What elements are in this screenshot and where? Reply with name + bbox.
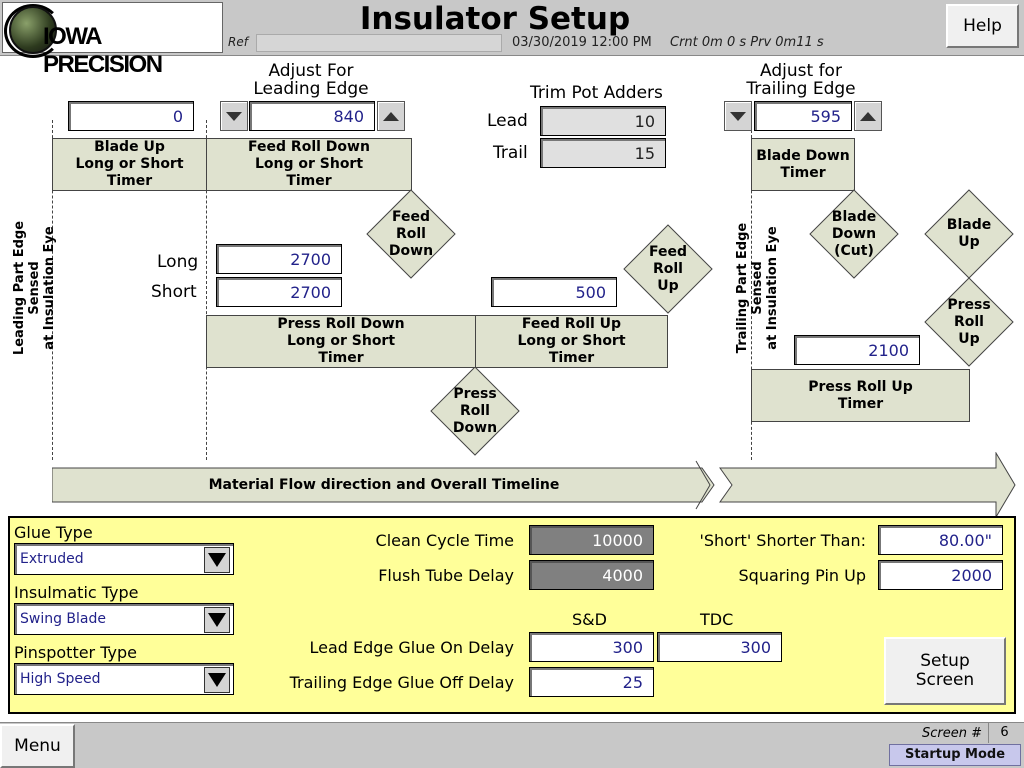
- blade-down-cut-diamond-label: Blade Down (Cut): [831, 208, 877, 259]
- lead-edge-glue-on-delay-label: Lead Edge Glue On Delay: [309, 638, 515, 657]
- trailing-edge-glue-off-delay-label: Trailing Edge Glue Off Delay: [289, 673, 514, 692]
- globe-icon: [9, 6, 57, 54]
- trim-pot-trail-value: 15: [540, 138, 666, 168]
- press-roll-up-diamond: Press Roll Up: [924, 277, 1014, 367]
- trim-pot-adders-label: Trim Pot Adders: [530, 83, 663, 103]
- down-arrow-icon: [226, 111, 242, 121]
- trailing-edge-glue-sd-input[interactable]: 25: [529, 667, 654, 697]
- sd-column-header: S&D: [572, 610, 607, 629]
- squaring-pin-up-input[interactable]: 2000: [878, 560, 1003, 590]
- trim-pot-lead-value: 10: [540, 106, 666, 136]
- insulmatic-type-dropdown[interactable]: Swing Blade: [14, 603, 234, 635]
- press-roll-down-diamond: Press Roll Down: [430, 366, 520, 456]
- up-arrow-icon: [860, 111, 876, 121]
- trailing-edge-increase-button[interactable]: [854, 101, 882, 131]
- squaring-pin-up-label: Squaring Pin Up: [738, 566, 867, 585]
- trim-pot-trail-label: Trail: [493, 143, 528, 163]
- leading-edge-guide-line: [52, 120, 53, 460]
- down-arrow-icon: [730, 111, 746, 121]
- help-button[interactable]: Help: [946, 4, 1019, 48]
- ref-label: Ref: [228, 35, 248, 49]
- setup-screen-button[interactable]: Setup Screen: [884, 637, 1006, 705]
- feed-roll-up-diamond: Feed Roll Up: [623, 224, 713, 314]
- press-roll-up-diamond-label: Press Roll Up: [947, 296, 991, 347]
- insulmatic-type-value: Swing Blade: [20, 611, 107, 627]
- pinspotter-type-dropdown[interactable]: High Speed: [14, 663, 234, 695]
- short-timer-input[interactable]: 2700: [216, 277, 342, 307]
- flush-tube-delay-label: Flush Tube Delay: [378, 566, 514, 585]
- lead-edge-glue-sd-input[interactable]: 300: [529, 632, 654, 662]
- setup-screen-button-label: Setup Screen: [915, 651, 975, 690]
- blade-down-cut-diamond: Blade Down (Cut): [809, 189, 899, 279]
- chevron-down-icon[interactable]: [204, 607, 230, 633]
- company-logo: IOWA PRECISION: [2, 2, 223, 78]
- blade-up-timer-input[interactable]: 0: [68, 101, 194, 131]
- logo-text: IOWA PRECISION: [43, 23, 163, 78]
- pinspotter-type-label: Pinspotter Type: [14, 643, 137, 662]
- blade-down-timer-box: Blade Down Timer: [751, 138, 855, 191]
- trailing-edge-adjust-input[interactable]: 595: [754, 101, 852, 131]
- leading-edge-adjust-input[interactable]: 840: [249, 101, 375, 131]
- glue-type-label: Glue Type: [14, 523, 93, 542]
- adjust-trailing-edge-label: Adjust for Trailing Edge: [746, 61, 856, 99]
- feed-roll-up-timer-box: Feed Roll Up Long or Short Timer: [475, 315, 668, 368]
- leading-edge-sensed-label: Leading Part Edge Sensed at Insulation E…: [12, 220, 57, 356]
- footer-bar: [0, 722, 1024, 768]
- trailing-edge-guide-line: [751, 125, 752, 460]
- feed-roll-down-diamond: Feed Roll Down: [366, 189, 456, 279]
- trim-pot-lead-label: Lead: [487, 111, 528, 131]
- press-roll-down-timer-box: Press Roll Down Long or Short Timer: [206, 315, 476, 368]
- insulmatic-type-label: Insulmatic Type: [14, 583, 139, 602]
- flush-tube-delay-value: 4000: [529, 560, 654, 590]
- blade-up-diamond: Blade Up: [924, 189, 1014, 279]
- pinspotter-type-value: High Speed: [20, 671, 101, 687]
- trailing-edge-decrease-button[interactable]: [724, 101, 752, 131]
- chevron-down-icon[interactable]: [204, 667, 230, 693]
- timeline-label: Material Flow direction and Overall Time…: [208, 477, 560, 493]
- page-title: Insulator Setup: [359, 1, 631, 37]
- material-flow-timeline-arrow: Material Flow direction and Overall Time…: [52, 452, 1016, 518]
- clean-cycle-time-value: 10000: [529, 525, 654, 555]
- press-roll-up-timer-box: Press Roll Up Timer: [751, 369, 970, 422]
- ref-field: [256, 34, 502, 52]
- short-shorter-than-label: 'Short' Shorter Than:: [699, 531, 866, 550]
- up-arrow-icon: [383, 111, 399, 121]
- mode-status-badge: Startup Mode: [889, 744, 1021, 766]
- blade-up-diamond-label: Blade Up: [946, 217, 992, 250]
- long-timer-input[interactable]: 2700: [216, 244, 342, 274]
- blade-up-timer-box: Blade Up Long or Short Timer: [52, 138, 207, 191]
- short-shorter-than-input[interactable]: 80.00": [878, 525, 1003, 555]
- menu-button[interactable]: Menu: [0, 724, 75, 768]
- trailing-edge-sensed-label: Trailing Part Edge Sensed at Insulation …: [735, 222, 780, 354]
- adjust-leading-edge-label: Adjust For Leading Edge: [253, 61, 369, 99]
- logo-ring-icon: [4, 4, 62, 58]
- chevron-down-icon[interactable]: [204, 547, 230, 573]
- cycle-timing-display: Crnt 0m 0 s Prv 0m11 s: [670, 35, 824, 50]
- feed-roll-up-diamond-label: Feed Roll Up: [648, 243, 687, 294]
- feed-roll-down-timer-box: Feed Roll Down Long or Short Timer: [206, 138, 412, 191]
- press-roll-down-diamond-label: Press Roll Down: [452, 385, 498, 436]
- leading-edge-decrease-button[interactable]: [220, 101, 248, 131]
- clean-cycle-time-label: Clean Cycle Time: [375, 531, 514, 550]
- glue-type-value: Extruded: [20, 551, 84, 567]
- short-label: Short: [151, 282, 197, 302]
- press-roll-up-timer-input[interactable]: 2100: [794, 335, 920, 365]
- tdc-column-header: TDC: [700, 610, 734, 629]
- long-label: Long: [157, 252, 199, 272]
- feed-roll-guide-line: [206, 120, 207, 460]
- screen-number-label: Screen #: [922, 726, 983, 741]
- lead-edge-glue-tdc-input[interactable]: 300: [657, 632, 782, 662]
- datetime-display: 03/30/2019 12:00 PM: [512, 35, 652, 50]
- feed-roll-up-timer-input[interactable]: 500: [491, 277, 617, 307]
- feed-roll-down-diamond-label: Feed Roll Down: [388, 208, 434, 259]
- leading-edge-increase-button[interactable]: [377, 101, 405, 131]
- screen-number-value: 6: [988, 723, 1020, 743]
- glue-type-dropdown[interactable]: Extruded: [14, 543, 234, 575]
